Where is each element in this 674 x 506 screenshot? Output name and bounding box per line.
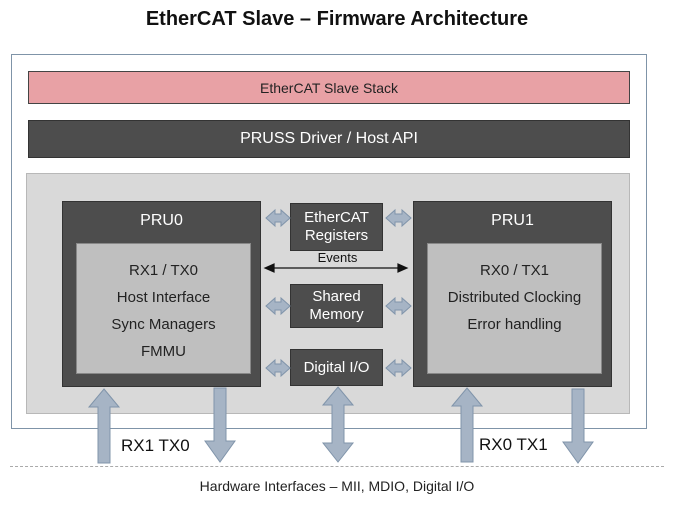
pru0-title: PRU0 <box>140 212 183 229</box>
pru0-function: Host Interface <box>116 289 211 306</box>
pru1-function: Distributed Clocking <box>447 289 582 306</box>
events-arrow-left-icon <box>263 263 275 273</box>
pru0-box: PRU0 RX1 / TX0 Host Interface Sync Manag… <box>62 201 261 387</box>
port-label-right: RX0 TX1 <box>479 435 548 454</box>
registers-label-line: Registers <box>304 227 369 244</box>
rx-up-arrow-icon <box>450 387 484 463</box>
pru1-title: PRU1 <box>491 212 534 229</box>
double-arrow-icon <box>385 296 412 316</box>
double-arrow-icon <box>385 358 412 378</box>
pruss-driver-box: PRUSS Driver / Host API <box>28 120 630 158</box>
pru1-function: RX0 / TX1 <box>480 262 549 279</box>
pru0-function: RX1 / TX0 <box>129 262 198 279</box>
double-arrow-icon <box>265 358 291 378</box>
pruss-driver-label: PRUSS Driver / Host API <box>240 130 418 147</box>
pru0-function: FMMU <box>141 343 186 360</box>
digital-io-label: Digital I/O <box>303 358 370 376</box>
ethercat-registers-box: EtherCAT Registers <box>290 203 383 251</box>
pru1-box: PRU1 RX0 / TX1 Distributed Clocking Erro… <box>413 201 612 387</box>
shared-memory-box: Shared Memory <box>290 284 383 328</box>
double-arrow-icon <box>265 296 291 316</box>
ethercat-slave-stack-label: EtherCAT Slave Stack <box>260 79 398 96</box>
memory-label-line: Shared <box>312 288 361 305</box>
memory-label-line: Memory <box>309 306 364 323</box>
pru1-function: Error handling <box>467 316 562 333</box>
rx-up-arrow-icon <box>87 388 121 464</box>
pru0-function: Sync Managers <box>111 316 216 333</box>
io-bidirectional-arrow-icon <box>321 386 355 463</box>
pru0-functions-box: RX1 / TX0 Host Interface Sync Managers F… <box>76 243 251 374</box>
events-label: Events <box>317 250 358 265</box>
double-arrow-icon <box>265 208 291 228</box>
double-arrow-icon <box>385 208 412 228</box>
hardware-divider <box>10 466 664 467</box>
registers-label-line: EtherCAT <box>304 209 369 226</box>
events-arrow-right-icon <box>397 263 409 273</box>
tx-down-arrow-icon <box>204 387 236 463</box>
pru1-functions-box: RX0 / TX1 Distributed Clocking Error han… <box>427 243 602 374</box>
diagram-title: EtherCAT Slave – Firmware Architecture <box>145 8 529 30</box>
port-label-left: RX1 TX0 <box>121 436 190 455</box>
digital-io-box: Digital I/O <box>290 349 383 386</box>
tx-down-arrow-icon <box>562 388 594 464</box>
hardware-interfaces-label: Hardware Interfaces – MII, MDIO, Digital… <box>199 478 475 494</box>
ethercat-slave-stack-box: EtherCAT Slave Stack <box>28 71 630 104</box>
